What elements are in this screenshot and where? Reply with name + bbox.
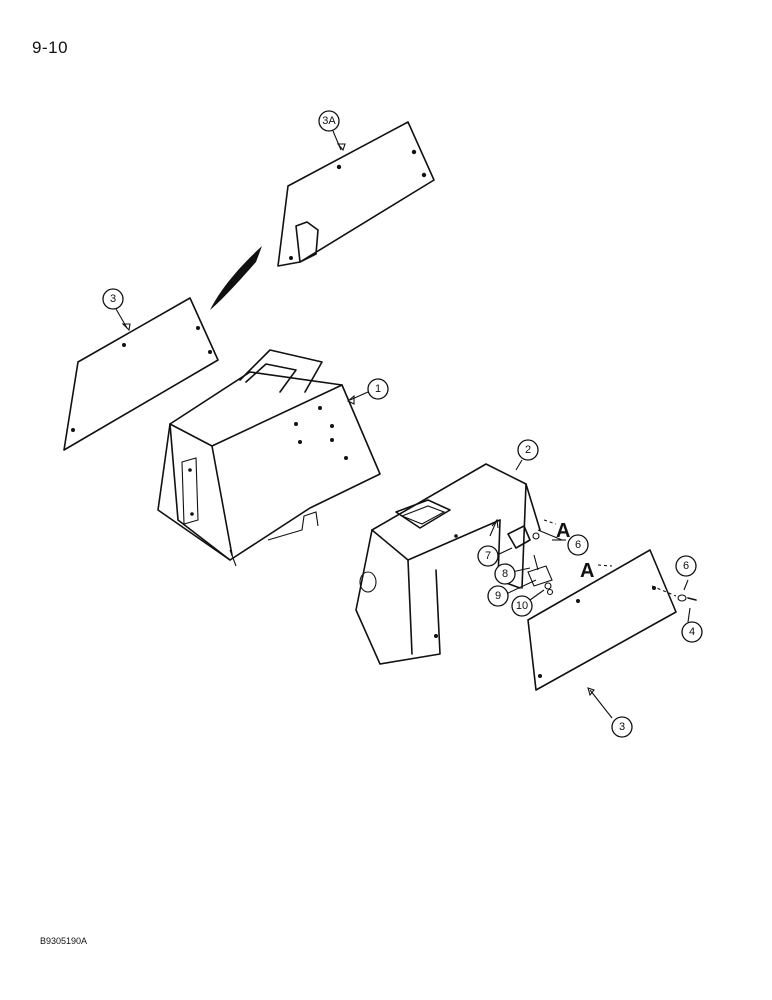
svg-text:3: 3 bbox=[619, 721, 625, 733]
callout-3-right: 3 bbox=[611, 716, 633, 738]
callout-4: 4 bbox=[681, 621, 703, 643]
callout-3-left: 3 bbox=[102, 288, 124, 310]
console-1 bbox=[157, 349, 381, 567]
svg-text:7: 7 bbox=[485, 550, 491, 562]
page-number: 9-10 bbox=[32, 38, 69, 57]
callout-3a: 3A bbox=[318, 110, 340, 132]
callout-1: 1 bbox=[367, 378, 389, 400]
callout-8: 8 bbox=[494, 563, 516, 585]
view-marker-a-lower: A bbox=[580, 560, 594, 582]
document-code: B9305190A bbox=[40, 936, 88, 946]
callout-9: 9 bbox=[487, 585, 509, 607]
leader-lines bbox=[115, 130, 691, 719]
callout-2: 2 bbox=[517, 439, 539, 461]
panel-3-left bbox=[63, 297, 219, 451]
view-marker-a-upper: A bbox=[556, 520, 570, 542]
svg-text:3A: 3A bbox=[322, 115, 336, 127]
transition-arrow bbox=[210, 246, 262, 310]
panel-3-right bbox=[527, 549, 677, 691]
callout-6-center: 6 bbox=[567, 534, 589, 556]
svg-text:2: 2 bbox=[525, 444, 531, 456]
console-2 bbox=[355, 463, 541, 665]
svg-text:3: 3 bbox=[110, 293, 116, 305]
callout-6-right: 6 bbox=[675, 555, 697, 577]
svg-text:1: 1 bbox=[375, 383, 381, 395]
svg-text:9: 9 bbox=[495, 590, 501, 602]
svg-text:6: 6 bbox=[575, 539, 581, 551]
callout-7: 7 bbox=[477, 545, 499, 567]
panel-3a bbox=[277, 121, 435, 267]
svg-text:8: 8 bbox=[502, 568, 508, 580]
svg-text:4: 4 bbox=[689, 626, 695, 638]
svg-text:6: 6 bbox=[683, 560, 689, 572]
hardware-group bbox=[507, 519, 697, 602]
callout-10: 10 bbox=[511, 595, 533, 617]
svg-text:10: 10 bbox=[516, 600, 528, 612]
